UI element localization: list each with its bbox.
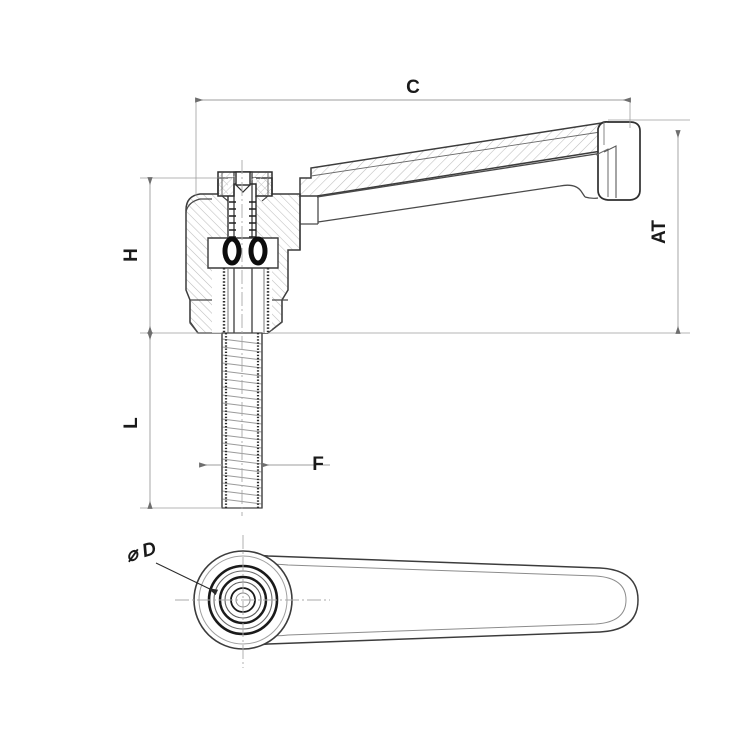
hub-top-fillet <box>185 198 212 213</box>
plan-handle-inner-outline <box>261 563 627 637</box>
dimension-C: C <box>195 77 631 196</box>
dimension-AT-label: AT <box>649 220 670 244</box>
dimension-F: F <box>199 454 330 475</box>
lever-arm-section <box>299 121 609 197</box>
spring-collar-plate <box>207 237 279 269</box>
lever-arm <box>299 121 641 225</box>
lever-handle-tip-inner-b <box>603 145 617 198</box>
spring-elements <box>222 236 268 266</box>
serration-right-teeth <box>249 201 256 238</box>
serration-left-chamfer <box>221 195 229 240</box>
stud-thread-crest-lines <box>224 333 260 508</box>
side-section-view: C AT H L F <box>121 77 690 516</box>
dimension-H: H <box>121 177 232 334</box>
hub-base-right-chamfer <box>267 300 283 334</box>
lever-arm-lower-fill <box>300 152 610 224</box>
dimension-L-label: L <box>121 417 142 429</box>
dimension-L: L <box>121 332 222 509</box>
dimension-H-label: H <box>121 248 142 262</box>
dimension-C-label: C <box>406 77 420 98</box>
lever-arm-lower-edge-top <box>316 151 610 198</box>
cap-screw-socket <box>235 171 251 186</box>
internal-thread-lines <box>222 268 270 333</box>
dimension-AT: AT <box>268 119 690 334</box>
cap-screw-head-edges <box>221 172 269 196</box>
internal-bore-walls <box>227 268 265 333</box>
lever-handle-tip-notch <box>584 196 599 199</box>
plan-view: ⌀ D <box>124 535 639 668</box>
lever-arm-underside <box>317 184 586 223</box>
dimension-F-label: F <box>312 454 324 475</box>
spring-left <box>222 236 242 266</box>
cap-screw-socket-bottom <box>235 184 251 193</box>
spring-right <box>248 236 268 266</box>
hub-base-left-chamfer <box>189 300 199 334</box>
serration-right-chamfer <box>261 195 269 202</box>
lever-arm-inner-line <box>310 130 608 177</box>
lever-handle-tip-inner-a <box>595 148 609 197</box>
internal-thread <box>222 268 270 333</box>
dimension-D-leader <box>155 562 219 596</box>
